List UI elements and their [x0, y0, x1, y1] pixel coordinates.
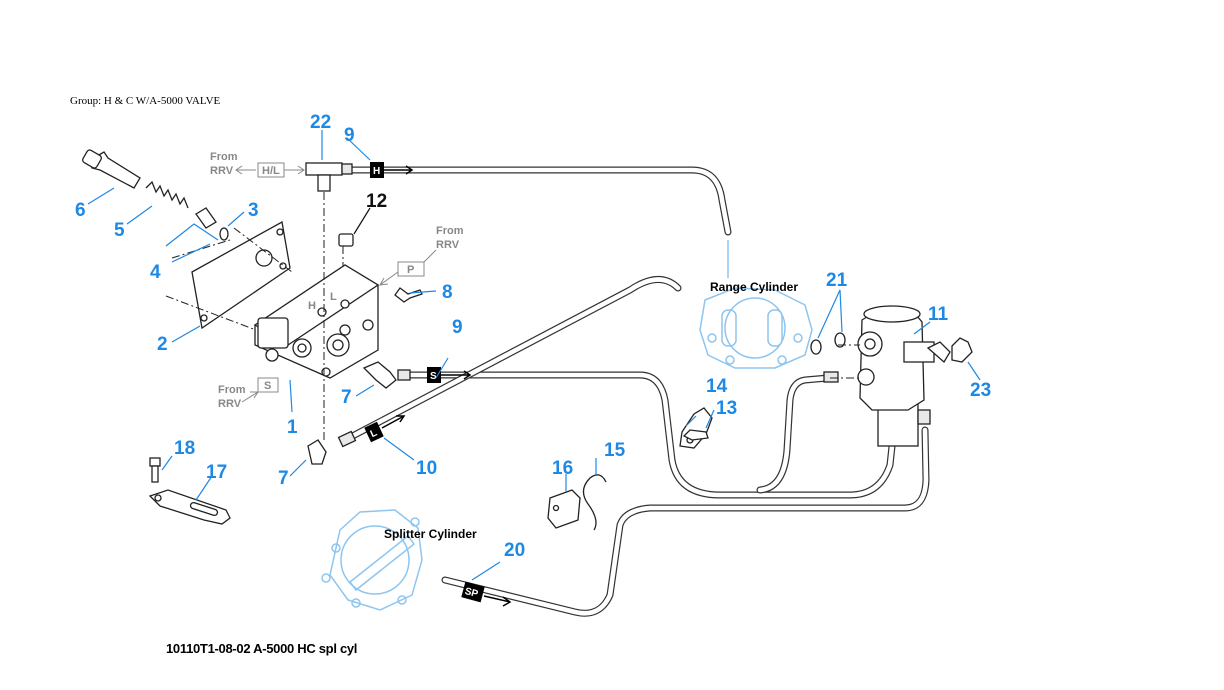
bolt-8: [394, 287, 423, 303]
tube-range-low: [341, 276, 682, 444]
callout-13: 13: [716, 398, 737, 419]
callout-9-upper: 9: [344, 125, 355, 146]
group-label: Group: H & C W/A-5000 VALVE: [70, 95, 221, 107]
callout-1: 1: [287, 417, 298, 438]
gasket-plate: [191, 220, 291, 330]
figure-caption: 10110T1-08-02 A-5000 HC spl cyl: [166, 641, 358, 656]
svg-text:RRV: RRV: [210, 165, 234, 177]
svg-text:RRV: RRV: [436, 239, 460, 251]
tube-splitter-s: [406, 371, 899, 499]
svg-text:RRV: RRV: [218, 398, 242, 410]
svg-text:L: L: [369, 427, 379, 440]
plug-12: [338, 233, 354, 247]
callout-8: 8: [442, 282, 453, 303]
callout-10: 10: [416, 458, 437, 479]
range-cylinder-outline: [699, 240, 813, 369]
callout-9-lower: 9: [452, 317, 463, 338]
elbow-7-lower: [307, 439, 327, 465]
callout-21: 21: [826, 270, 848, 291]
callout-18: 18: [174, 438, 195, 459]
callout-11: 11: [928, 304, 949, 325]
callout-3: 3: [248, 200, 259, 221]
callout-14: 14: [706, 376, 728, 397]
callout-15: 15: [604, 440, 626, 461]
tee-fitting-22: [305, 162, 353, 192]
svg-text:H: H: [373, 166, 380, 177]
centerlines: [165, 192, 860, 440]
line-flag-s: S: [427, 367, 472, 383]
callout-4: 4: [150, 262, 161, 283]
callout-23: 23: [970, 380, 991, 401]
cap-nut: [195, 207, 217, 229]
clip-15: [582, 474, 607, 531]
port-tag-s: From RRV S: [218, 377, 279, 410]
callout-22: 22: [310, 112, 331, 133]
bolt-13: [682, 429, 709, 441]
port-tag-hl: From RRV H/L: [210, 151, 305, 178]
spring: [145, 180, 189, 209]
port-mark-low: L: [330, 291, 337, 303]
line-flag-l: L: [364, 415, 406, 443]
range-cylinder-label: Range Cylinder: [710, 280, 798, 294]
callout-6: 6: [75, 200, 86, 221]
bolt-18: [149, 457, 161, 483]
bracket-16: [547, 489, 581, 529]
valve-body: [253, 264, 380, 379]
splitter-cylinder-label: Splitter Cylinder: [384, 527, 477, 541]
splitter-cylinder-outline: [321, 509, 423, 611]
o-ring-21a: [810, 339, 822, 355]
svg-text:S: S: [430, 371, 437, 382]
svg-text:SP: SP: [463, 586, 479, 600]
callout-5: 5: [114, 220, 125, 241]
tube-range-high: [346, 166, 732, 236]
svg-text:P: P: [407, 264, 414, 276]
svg-text:H/L: H/L: [262, 165, 280, 177]
callout-7-lower: 7: [278, 468, 289, 489]
callout-7-upper: 7: [341, 387, 352, 408]
port-mark-high: H: [308, 300, 316, 312]
svg-text:From: From: [436, 225, 464, 237]
svg-text:From: From: [218, 384, 246, 396]
fitting-10: [337, 430, 357, 448]
svg-text:From: From: [210, 151, 238, 163]
elbow-7-upper: [362, 361, 411, 389]
a5000-valve: [823, 305, 951, 447]
callout-16: 16: [552, 458, 573, 479]
bracket-14: [679, 407, 713, 449]
line-flag-h: H: [370, 162, 414, 178]
callout-12: 12: [366, 191, 387, 212]
port-tag-p: From RRV P: [379, 225, 464, 286]
tube-splitter-sp: [441, 426, 930, 617]
elbow-23: [951, 337, 973, 363]
bracket-17: [148, 489, 231, 525]
callout-20: 20: [504, 540, 525, 561]
svg-text:S: S: [264, 380, 271, 392]
plunger-pin: [82, 149, 141, 189]
callout-2: 2: [157, 334, 168, 355]
tube-valve-loop: [756, 374, 832, 494]
callout-leaders: [87, 130, 981, 581]
o-ring-small: [219, 227, 229, 241]
callout-17: 17: [206, 462, 227, 483]
line-flag-sp: SP: [461, 581, 512, 607]
o-ring-21b: [834, 332, 846, 348]
